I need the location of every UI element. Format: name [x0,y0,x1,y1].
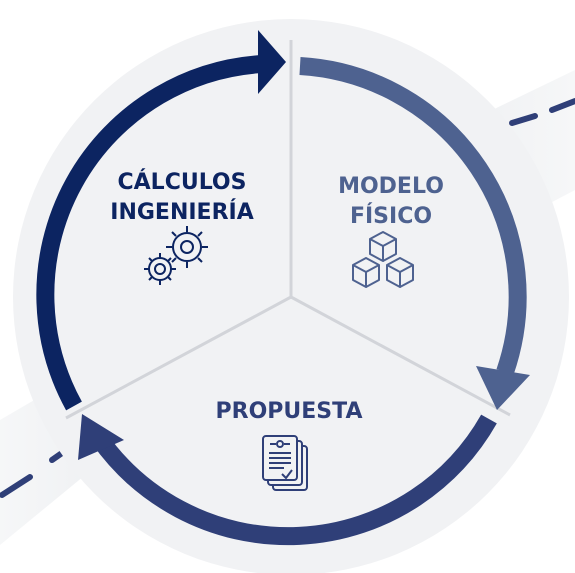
document-checklist-icon [262,435,308,491]
divider-right [290,295,511,417]
segment-label-line: MODELO [338,174,444,199]
road-dash [0,474,33,498]
arrow-head-propuesta [78,414,124,460]
arrow-arc-modelo [299,57,527,375]
segment-propuesta: PROPUESTA [216,399,363,491]
gears-icon [144,226,208,285]
divider-left [65,295,292,420]
road-dash [49,450,65,463]
arrow-arc-propuesta [91,414,497,546]
cubes-icon [352,231,414,288]
segment-label-line: PROPUESTA [216,399,363,424]
arrow-arc-calculos [36,55,263,411]
cycle-arrows [36,30,530,546]
road-dash [549,98,575,113]
segment-label-line: CÁLCULOS [118,169,247,195]
segment-calculos-ingenieria: CÁLCULOS INGENIERÍA [110,169,254,285]
segment-label-line: FÍSICO [350,203,432,229]
road-dash [509,113,538,126]
arrow-head-modelo [476,366,530,410]
segment-label-line: INGENIERÍA [110,199,253,225]
segment-modelo-fisico: MODELO FÍSICO [338,174,444,288]
segment-dividers [65,40,511,420]
arrow-head-calculos [258,30,286,94]
